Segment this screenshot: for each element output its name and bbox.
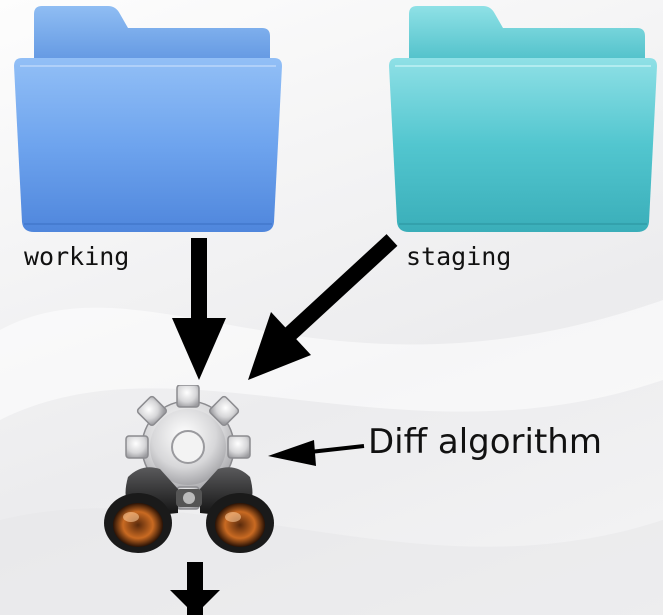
arrow-label-to-diff — [268, 440, 365, 466]
arrow-diff-output — [170, 562, 220, 615]
arrow-staging-to-diff — [248, 234, 398, 380]
gear-binoculars-icon[interactable] — [98, 385, 280, 560]
staging-label: staging — [406, 242, 512, 271]
working-folder-icon[interactable] — [12, 0, 284, 236]
working-label: working — [24, 242, 130, 271]
diff-algorithm-label: Diff algorithm — [368, 422, 602, 462]
arrow-working-to-diff — [172, 238, 226, 380]
staging-folder-icon[interactable] — [387, 0, 659, 236]
